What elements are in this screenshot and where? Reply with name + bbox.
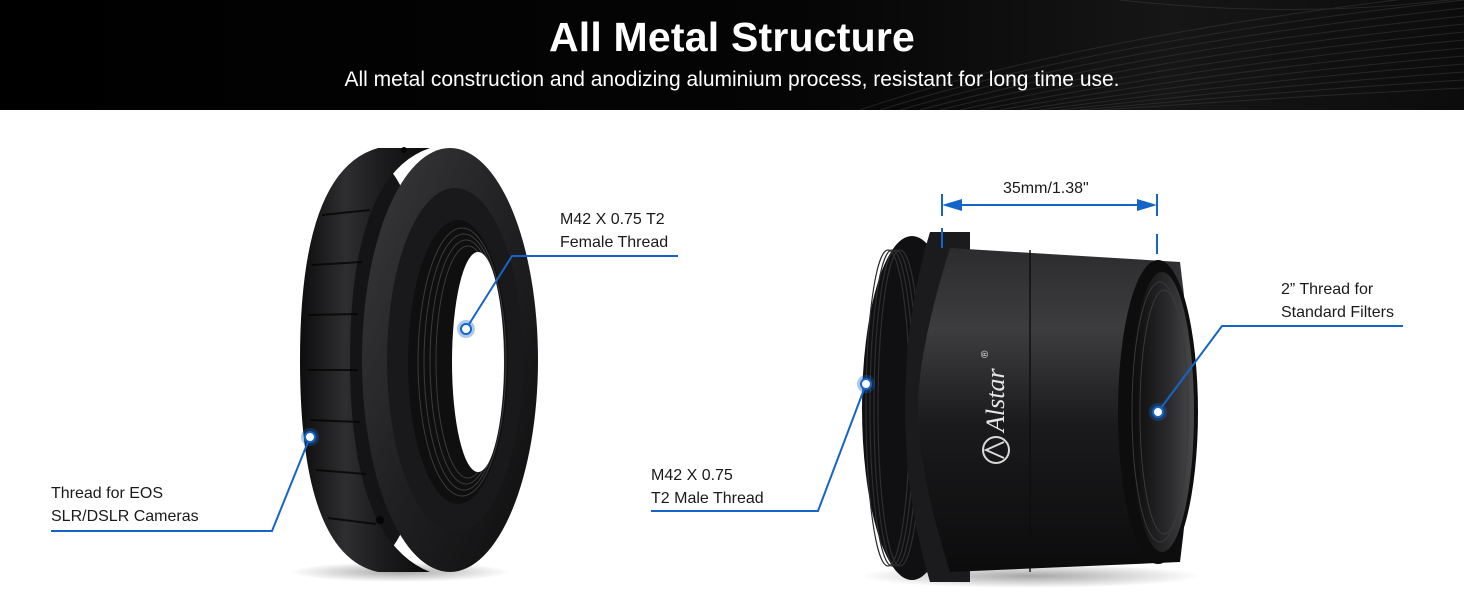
callout-dot-eos-thread (301, 428, 319, 446)
callout-dot-male-thread (857, 375, 875, 393)
callout-male-thread: M42 X 0.75 T2 Male Thread (651, 464, 764, 510)
header-banner: All Metal Structure All metal constructi… (0, 0, 1464, 110)
callout-dot-female-thread (457, 320, 475, 338)
callout-female-thread-line2: Female Thread (560, 234, 669, 251)
callout-eos-thread: Thread for EOS SLR/DSLR Cameras (51, 482, 199, 528)
dimension-indicator (941, 194, 1158, 254)
dimension-label: 35mm/1.38" (1003, 180, 1089, 197)
alstar-logo: Alstar ® (980, 350, 1010, 464)
banner-title: All Metal Structure (548, 14, 916, 60)
callout-filter-thread-line2: Standard Filters (1281, 304, 1394, 321)
svg-text:®: ® (980, 350, 991, 358)
callout-dot-filter-thread (1149, 403, 1167, 421)
extension-tube-image: Alstar ® (860, 232, 1200, 588)
banner-subtitle: All metal construction and anodizing alu… (344, 68, 1120, 91)
t-ring-adapter-image (290, 147, 538, 582)
banner-texture (859, 0, 1464, 110)
callout-line-eos-thread (51, 436, 311, 532)
callout-female-thread-line1: M42 X 0.75 T2 (560, 211, 665, 228)
callout-male-thread-line2: T2 Male Thread (651, 490, 764, 507)
callout-eos-thread-line1: Thread for EOS (51, 485, 164, 502)
callout-line-filter-thread (1157, 325, 1403, 413)
callout-line-female-thread (465, 255, 678, 330)
callout-female-thread: M42 X 0.75 T2 Female Thread (560, 208, 668, 254)
callout-filter-thread: 2” Thread for Standard Filters (1281, 278, 1394, 324)
svg-text:Alstar: Alstar (981, 368, 1010, 434)
callout-filter-thread-line1: 2” Thread for (1281, 281, 1374, 298)
callout-male-thread-line1: M42 X 0.75 (651, 467, 733, 484)
callout-eos-thread-line2: SLR/DSLR Cameras (51, 508, 199, 525)
callout-line-male-thread (651, 383, 867, 512)
